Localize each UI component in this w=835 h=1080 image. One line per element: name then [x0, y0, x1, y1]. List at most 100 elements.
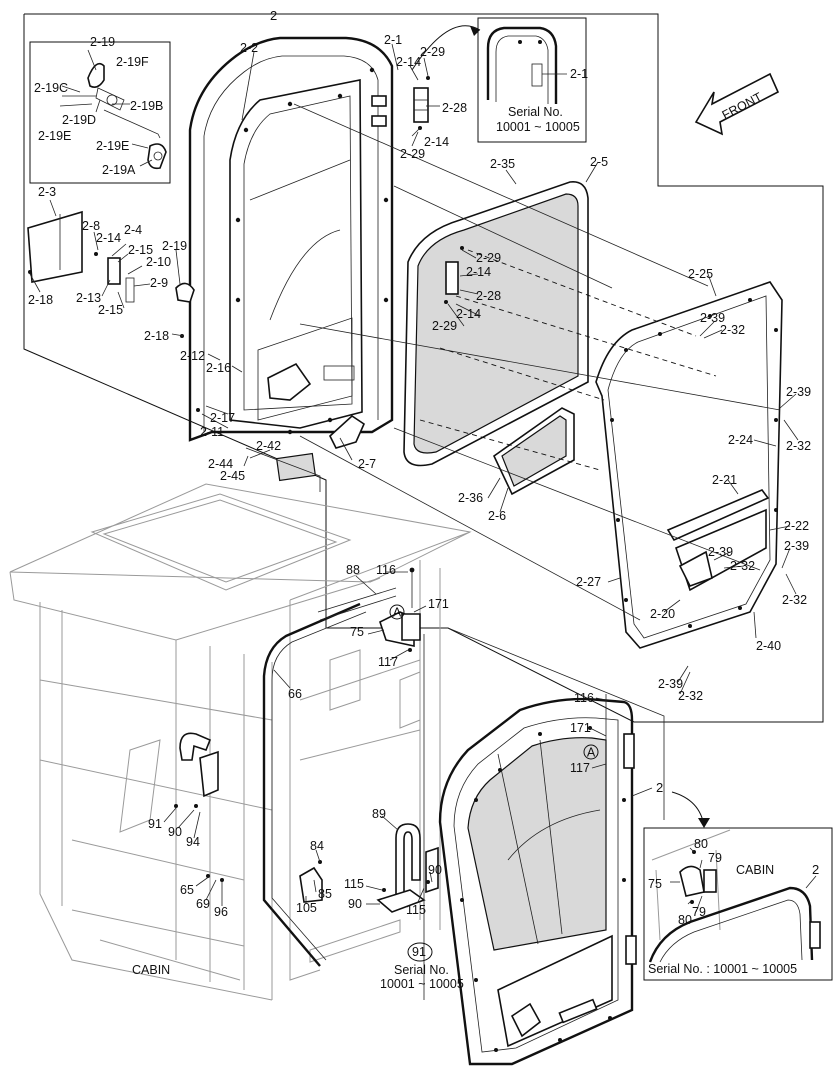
callout-79b: 79: [692, 905, 706, 919]
marker-a-door-text: A: [587, 746, 596, 760]
callout-115a: 115: [344, 877, 364, 891]
callout-96: 96: [214, 905, 228, 919]
small-glass-2-6: [492, 407, 575, 496]
callout-2-8: 2-8: [82, 219, 100, 233]
serial-mid-line1: Serial No.: [394, 963, 449, 977]
marker-a-door: [583, 744, 599, 760]
callout-2-15b: 2-15: [98, 303, 123, 317]
leader-lines: [29, 43, 817, 913]
callout-90c: 90: [428, 863, 442, 877]
callout-2-40: 2-40: [756, 639, 781, 653]
callout-2-mid: 2: [656, 780, 663, 795]
cabin-label-main: CABIN: [132, 963, 170, 977]
callout-2-19E: 2-19E: [96, 139, 129, 153]
inset-cabin-drawing: [648, 829, 821, 963]
callout-75a: 75: [350, 625, 364, 639]
callout-2-22: 2-22: [784, 519, 809, 533]
cabin-label-inset: CABIN: [736, 863, 774, 877]
hinge-cabin-parts: [317, 567, 421, 652]
callout-2-14d: 2-14: [466, 265, 491, 279]
callout-2-19E-left: 2-19E: [38, 129, 71, 143]
callout-2-19A: 2-19A: [102, 163, 136, 177]
callout-89: 89: [372, 807, 386, 821]
panel-2-21: [666, 489, 770, 592]
callout-116b: 116: [574, 691, 594, 705]
callout-2-28a: 2-28: [442, 101, 467, 115]
callout-2-6: 2-6: [488, 509, 506, 523]
callout-2-12: 2-12: [180, 349, 205, 363]
callout-171b: 171: [570, 721, 591, 735]
cabin-small-parts: [174, 732, 323, 903]
seal-66: [262, 602, 361, 967]
callout-115b: 115: [406, 903, 426, 917]
callout-2-2: 2-2: [240, 41, 258, 55]
lower-boundary: [447, 627, 665, 820]
front-arrow: [694, 72, 780, 136]
callout-80b: 80: [678, 913, 692, 927]
callout-2-19B: 2-19B: [130, 99, 163, 113]
door-assembly-2: [438, 694, 637, 1066]
serial-top-line1: Serial No.: [508, 105, 563, 119]
callout-90a: 90: [168, 825, 182, 839]
callout-2-42: 2-42: [256, 439, 281, 453]
callout-2-29c: 2-29: [476, 251, 501, 265]
handle-assembly-drawing: [59, 62, 167, 170]
callout-2-39b: 2-39: [786, 385, 811, 399]
callout-2-32a: 2-32: [720, 323, 745, 337]
callout-2-14a: 2-14: [396, 55, 421, 69]
callout-labels: 2 2-19 2-19F 2-19C 2-19D 2-19B 2-19E 2-1…: [28, 8, 819, 959]
callout-2-inset: 2: [812, 862, 819, 877]
callout-2-14b: 2-14: [424, 135, 449, 149]
callout-94: 94: [186, 835, 200, 849]
callout-2-19-lower: 2-19: [162, 239, 187, 253]
callout-2-18b: 2-18: [144, 329, 169, 343]
callout-117a: 117: [378, 655, 398, 669]
grab-handle-89: [376, 823, 439, 913]
callout-69: 69: [196, 897, 210, 911]
inset-cabin-box: [643, 827, 833, 981]
callout-circle-91: [407, 942, 433, 962]
inset-handle-box: [29, 41, 171, 184]
callout-2-39a: 2-39: [700, 311, 725, 325]
serial-top-line2: 10001 ~ 10005: [496, 120, 580, 134]
inner-handle-2-7: [329, 414, 366, 449]
callout-2-top: 2: [270, 8, 277, 23]
callout-arrow-inset: [671, 791, 705, 827]
callout-2-14c: 2-14: [96, 231, 121, 245]
callout-91a: 91: [148, 817, 162, 831]
serial-inset: Serial No. : 10001 ~ 10005: [648, 962, 797, 976]
callout-2-20: 2-20: [650, 607, 675, 621]
inset-door-corner: [486, 26, 558, 104]
callout-2-21: 2-21: [712, 473, 737, 487]
callout-2-32d: 2-32: [782, 593, 807, 607]
marker-a-cabin: [389, 604, 405, 620]
callout-2-18a: 2-18: [28, 293, 53, 307]
callout-75b: 75: [648, 877, 662, 891]
callout-79a: 79: [708, 851, 722, 865]
callout-2-44: 2-44: [208, 457, 233, 471]
seal-66-inner: [271, 611, 367, 961]
callout-65: 65: [180, 883, 194, 897]
callout-2-45: 2-45: [220, 469, 245, 483]
callout-2-7: 2-7: [358, 457, 376, 471]
alignment-lines: [293, 103, 781, 621]
callout-2-17: 2-17: [210, 411, 235, 425]
callout-88: 88: [346, 563, 360, 577]
latch-assembly: [27, 210, 200, 412]
marker-a-cabin-text: A: [393, 606, 402, 620]
group-boundary: [23, 13, 824, 723]
callout-90b: 90: [348, 897, 362, 911]
callout-2-32c: 2-32: [730, 559, 755, 573]
callout-2-39d: 2-39: [784, 539, 809, 553]
inset-serial-box: [477, 17, 587, 143]
cabin-body: [9, 483, 472, 1001]
callout-2-4: 2-4: [124, 223, 142, 237]
callout-171a: 171: [428, 597, 449, 611]
callout-2-28b: 2-28: [476, 289, 501, 303]
callout-80a: 80: [694, 837, 708, 851]
callout-2-27: 2-27: [576, 575, 601, 589]
callout-2-29b: 2-29: [400, 147, 425, 161]
callout-2-35: 2-35: [490, 157, 515, 171]
callout-2-19C: 2-19C: [34, 81, 68, 95]
